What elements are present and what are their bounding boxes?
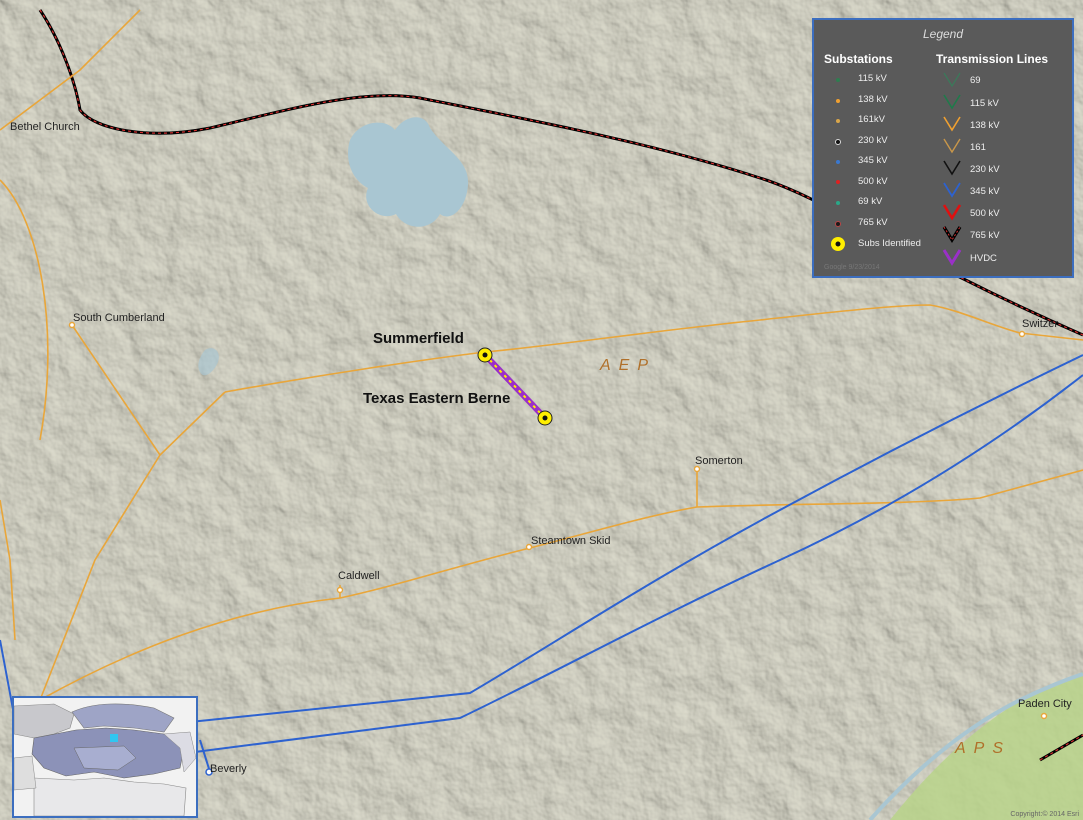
substation-161kv-icon (836, 119, 840, 123)
identified-substations[interactable] (477, 347, 553, 426)
legend-substations-header: Substations (824, 52, 893, 66)
substation-115kv-icon (836, 78, 840, 82)
pond (198, 348, 219, 376)
legend-sub-345: 345 kV (858, 155, 888, 166)
substations-138kv (68, 321, 1048, 720)
substation-500kv-icon (836, 180, 840, 184)
river (868, 672, 1083, 820)
substation-138kv-icon (836, 99, 840, 103)
legend-line-hvdc: HVDC (970, 253, 997, 264)
legend-sub-138: 138 kV (858, 94, 888, 105)
legend-faint-text: Google 9/23/2014 (824, 264, 880, 271)
legend-sub-500: 500 kV (858, 176, 888, 187)
label-beverly: Beverly (210, 763, 247, 775)
substation-765kv-icon (835, 221, 841, 227)
substation-230kv-icon (835, 139, 841, 145)
legend-line-345: 345 kV (970, 186, 1000, 197)
lake (348, 117, 469, 227)
overview-inset-map[interactable] (12, 696, 198, 818)
legend-line-138: 138 kV (970, 120, 1000, 131)
region-aps: APS (955, 740, 1012, 757)
transmission-line-icons (942, 72, 962, 266)
legend-panel: Legend Substations Transmission Lines 11… (812, 18, 1074, 278)
aps-area (890, 672, 1083, 820)
label-switzer: Switzer (1022, 318, 1059, 330)
label-somerton: Somerton (695, 455, 743, 467)
legend-sub-765: 765 kV (858, 217, 888, 228)
legend-sub-115: 115 kV (858, 73, 887, 84)
label-paden-city: Paden City (1018, 698, 1072, 710)
legend-title: Legend (922, 27, 964, 41)
legend-line-69: 69 (970, 75, 981, 86)
label-steamtown-skid: Steamtown Skid (531, 535, 611, 547)
region-aep: AEP (600, 357, 657, 374)
legend-line-230: 230 kV (970, 164, 1000, 175)
label-south-cumberland: South Cumberland (73, 312, 165, 324)
legend-sub-69: 69 kV (858, 196, 883, 207)
inset-map-graphic (13, 698, 197, 817)
legend-sub-230: 230 kV (858, 135, 888, 146)
legend-line-161: 161 (970, 142, 986, 153)
label-texas-eastern-berne: Texas Eastern Berne (363, 390, 511, 407)
label-caldwell: Caldwell (338, 570, 380, 582)
legend-line-500: 500 kV (970, 208, 1000, 219)
subs-identified-icon (831, 237, 845, 251)
legend-sub-identified: Subs Identified (858, 238, 921, 249)
legend-lines-header: Transmission Lines (936, 52, 1049, 66)
legend-sub-161: 161kV (858, 114, 885, 125)
legend-line-765: 765 kV (970, 230, 1000, 241)
legend-line-115: 115 kV (970, 98, 999, 109)
substation-345kv-icon (836, 160, 840, 164)
substation-69kv-icon (836, 201, 840, 205)
copyright-text: Copyright:© 2014 Esri (1010, 811, 1079, 818)
substation-beverly (205, 768, 213, 776)
label-summerfield: Summerfield (373, 330, 464, 347)
label-bethel-church: Bethel Church (10, 121, 80, 133)
